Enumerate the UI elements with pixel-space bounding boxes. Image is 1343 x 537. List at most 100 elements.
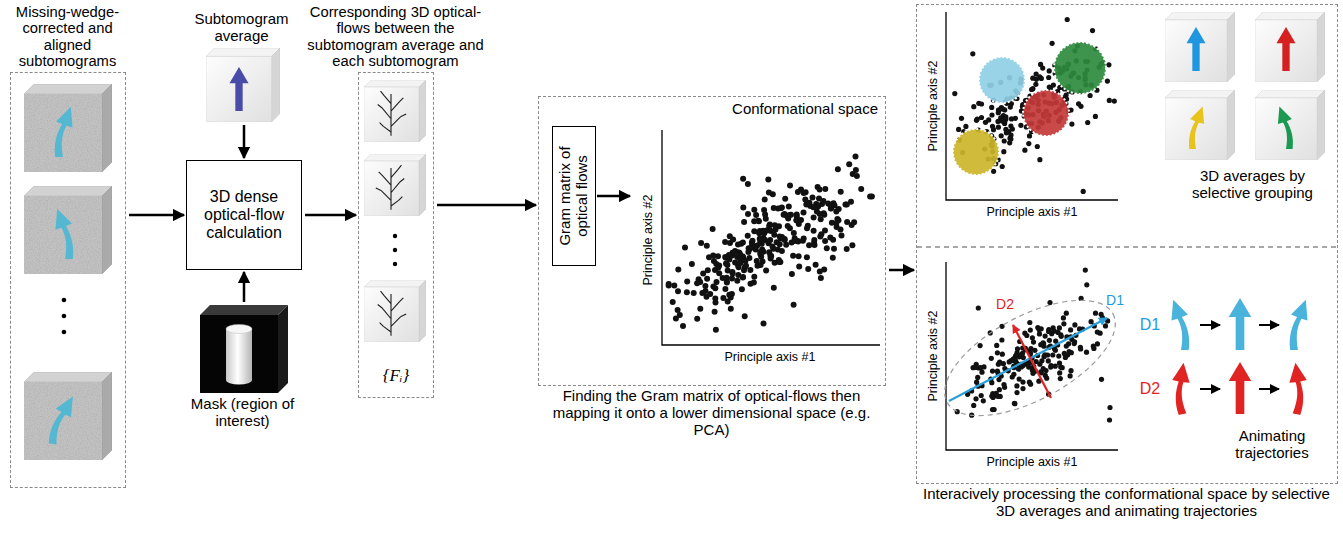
data-point: [1078, 346, 1083, 351]
scatter-points: [955, 268, 1113, 423]
data-point: [768, 256, 774, 262]
data-point: [994, 343, 999, 348]
direction-label: D1: [1136, 316, 1164, 334]
data-point: [707, 291, 713, 297]
structure-arrow: [48, 394, 74, 447]
frame-arrow: [1168, 362, 1196, 415]
group-caption: 3D averages by selective grouping: [1170, 168, 1335, 202]
data-point: [838, 189, 844, 195]
data-point: [1000, 164, 1005, 169]
plot-title: Conformational space: [726, 101, 878, 118]
data-point: [728, 306, 734, 312]
data-point: [811, 228, 817, 234]
box-text: Gram matrix of optical flows: [557, 135, 591, 257]
data-point: [755, 218, 761, 224]
cube: [1165, 12, 1235, 82]
data-point: [1093, 311, 1098, 316]
divider: [917, 246, 1337, 248]
data-point: [821, 266, 827, 272]
data-point: [1107, 405, 1112, 410]
axis-label: Principle axis #1: [967, 455, 1097, 469]
data-point: [724, 280, 730, 286]
structure-arrow: [229, 67, 248, 111]
flow-arrow: [243, 272, 246, 302]
data-point: [1089, 319, 1094, 324]
flow-field: [376, 165, 405, 210]
step-arrow: [1200, 324, 1220, 326]
data-point: [789, 271, 795, 277]
data-point: [1031, 340, 1036, 345]
panel-heading: Corresponding 3D optical-flows between t…: [303, 4, 489, 70]
data-point: [754, 243, 760, 249]
data-point: [792, 235, 798, 241]
data-point: [975, 375, 980, 380]
panel-caption: Interacively processing the conformation…: [915, 486, 1339, 520]
cluster: [979, 57, 1025, 103]
data-point: [805, 266, 811, 272]
data-point: [694, 316, 700, 322]
direction-arrow: [1013, 325, 1051, 398]
data-point: [796, 221, 802, 227]
panel-caption: Finding the Gram matrix of optical-flows…: [534, 388, 890, 438]
ellipsis-dot: [62, 314, 67, 319]
data-point: [723, 261, 729, 267]
data-point: [1069, 350, 1074, 355]
direction-arrow: [949, 318, 1107, 401]
data-point: [771, 232, 777, 238]
data-point: [833, 220, 839, 226]
data-point: [745, 181, 751, 187]
data-point: [822, 186, 828, 192]
structure-arrow: [55, 209, 73, 259]
data-point: [1012, 401, 1017, 406]
cluster: [1054, 42, 1106, 94]
data-point: [739, 286, 745, 292]
data-point: [1084, 282, 1089, 287]
data-point: [830, 255, 836, 261]
data-point: [990, 407, 995, 412]
data-point: [1047, 68, 1052, 73]
data-point: [767, 237, 773, 243]
axis-label: Principle axis #2: [926, 296, 940, 416]
frame-arrow: [1229, 298, 1252, 350]
data-point: [716, 263, 722, 269]
data-point: [753, 212, 759, 218]
data-point: [775, 247, 781, 253]
data-point: [704, 243, 710, 249]
data-point: [804, 254, 810, 260]
data-point: [1018, 123, 1023, 128]
data-point: [825, 201, 831, 207]
data-point: [1091, 346, 1096, 351]
data-point: [981, 398, 986, 403]
data-point: [704, 276, 710, 282]
data-point: [804, 225, 810, 231]
data-point: [776, 259, 782, 265]
data-point: [1050, 41, 1055, 46]
data-point: [1049, 363, 1054, 368]
data-point: [1015, 346, 1020, 351]
data-point: [786, 204, 792, 210]
data-point: [710, 284, 716, 290]
figure-heading: Subtomogram average: [190, 11, 294, 45]
data-point: [734, 249, 740, 255]
data-point: [1069, 122, 1074, 127]
data-point: [779, 205, 785, 211]
data-point: [994, 391, 999, 396]
data-point: [734, 278, 740, 284]
data-point: [1061, 315, 1066, 320]
data-point: [973, 396, 978, 401]
data-point: [1059, 334, 1064, 339]
data-point: [1057, 370, 1062, 375]
data-point: [807, 203, 813, 209]
data-point: [1046, 75, 1051, 80]
cube: [200, 305, 288, 393]
data-point: [702, 283, 708, 289]
group-caption: Animating trajectories: [1212, 428, 1332, 462]
data-point: [1035, 325, 1040, 330]
flow-arrow: [305, 214, 356, 217]
data-point: [1009, 116, 1014, 121]
data-point: [1024, 333, 1029, 338]
data-point: [670, 299, 676, 305]
data-point: [844, 202, 850, 208]
ellipsis-dot: [393, 248, 397, 252]
data-point: [956, 127, 961, 132]
